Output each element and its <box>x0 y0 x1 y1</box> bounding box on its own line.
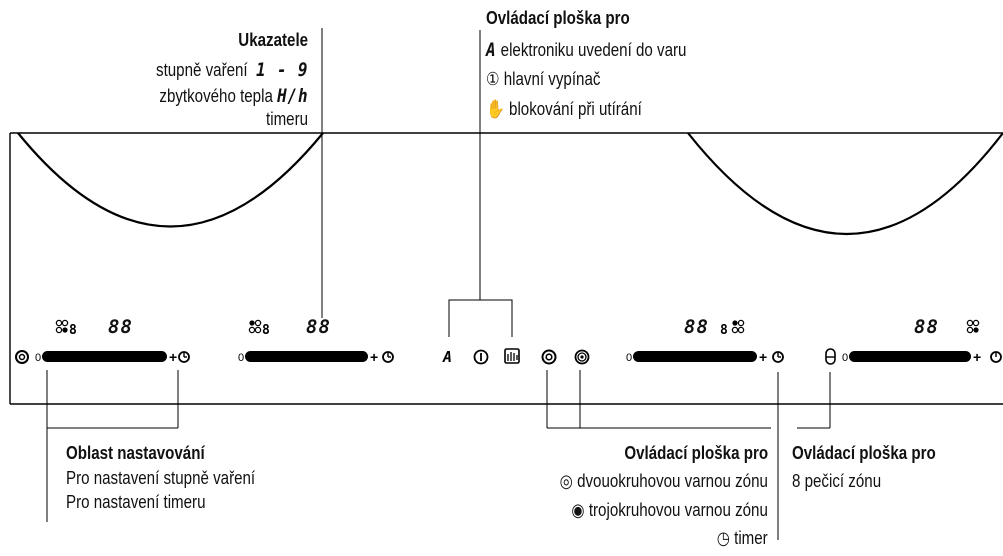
power-level-display-1: 88 <box>108 316 133 338</box>
power-level-display-2: 88 <box>306 316 331 338</box>
svg-text:+: + <box>370 349 378 365</box>
zone-position-icon-2: 8 <box>248 319 270 338</box>
zone-position-icon-4 <box>966 319 980 334</box>
svg-text:8: 8 <box>262 323 270 338</box>
triple-ring-button <box>574 349 590 365</box>
slider-zero: 0 <box>35 352 41 364</box>
roaster-control-title: Ovládací ploška pro <box>792 443 936 463</box>
zone-position-icon-3: 8 <box>720 319 745 338</box>
svg-text:0: 0 <box>626 352 632 364</box>
timer-button-1 <box>178 351 190 363</box>
indicators-timer: timeru <box>265 109 308 129</box>
hand-lock-icon: ✋ <box>486 99 505 119</box>
wipe-lock-button <box>504 348 520 364</box>
power-level-display-3: 88 <box>684 316 709 338</box>
svg-text:0: 0 <box>238 352 244 364</box>
top-control-item-lock: ✋blokování při utírání <box>486 99 642 119</box>
dual-ring-icon: ◎ <box>559 471 573 491</box>
power-level-display-4: 88 <box>914 316 939 338</box>
svg-text:+: + <box>759 349 767 365</box>
settings-area-line2: Pro nastavení timeru <box>66 492 206 512</box>
zone-2-controls: 0 + 8 <box>238 319 394 365</box>
power-button <box>473 349 489 365</box>
slider-bar-1 <box>42 351 167 362</box>
settings-area-line1: Pro nastavení stupně vaření <box>66 468 256 488</box>
svg-text:8: 8 <box>720 323 728 338</box>
zone-position-icon-1: 8 <box>55 319 77 338</box>
residual-heat-symbol: H/h <box>276 85 308 107</box>
zone-1-controls: 0 + 8 <box>15 319 190 365</box>
right-cooking-zone <box>687 132 1003 236</box>
timer-button-4 <box>990 351 1002 363</box>
center-controls: A <box>442 348 520 366</box>
timer-button-3 <box>772 351 784 363</box>
roaster-button <box>825 348 836 365</box>
triple-ring-icon: ◉ <box>571 500 585 520</box>
power-icon: ① <box>486 69 500 89</box>
zone-3-controls: 0 + 8 <box>626 319 784 365</box>
dual-ring-button-main <box>541 349 557 365</box>
boost-a-button: A <box>442 348 452 366</box>
svg-text:8: 8 <box>69 323 77 338</box>
indicators-residual-heat: zbytkového tepla H/h <box>158 85 308 107</box>
timer-icon: ◷ <box>716 528 731 548</box>
zone-control-item-timer: ◷timer <box>716 528 768 548</box>
timer-button-2 <box>382 351 394 363</box>
slider-bar-2 <box>245 351 368 362</box>
zone-4-controls: 0 + <box>825 319 1002 365</box>
zone-control-item-dual: ◎dvouokruhovou varnou zónu <box>559 471 768 491</box>
levels-range-symbol: 1 - 9 <box>255 59 308 81</box>
zone-control-item-triple: ◉trojokruhovou varnou zónu <box>571 500 768 520</box>
zone-control-title: Ovládací ploška pro <box>624 443 768 463</box>
settings-area-title: Oblast nastavování <box>66 443 205 463</box>
svg-text:0: 0 <box>842 352 848 364</box>
svg-text:+: + <box>973 349 981 365</box>
indicators-title: Ukazatele <box>238 30 308 50</box>
left-cooking-zone <box>17 132 324 228</box>
slider-plus: + <box>169 349 177 365</box>
top-control-title: Ovládací ploška pro <box>486 8 630 28</box>
indicators-power-levels: stupně vaření 1 - 9 <box>155 59 308 81</box>
roaster-zone-icon: 8 <box>792 471 801 491</box>
slider-bar-4 <box>849 351 971 362</box>
boost-a-icon: A <box>486 39 497 61</box>
dual-ring-button <box>15 350 29 364</box>
top-control-bracket <box>448 299 513 337</box>
slider-bar-3 <box>633 351 757 362</box>
